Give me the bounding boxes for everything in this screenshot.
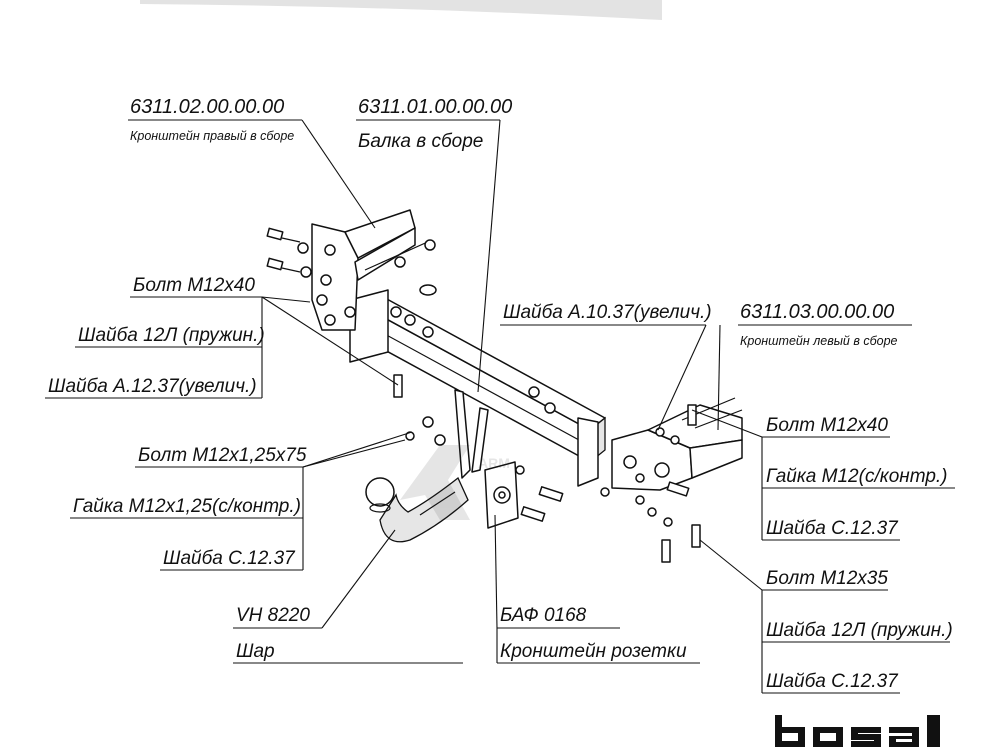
- part-name: Кронштейн правый в сборе: [130, 129, 294, 143]
- nut: [297, 242, 309, 254]
- bolt: [691, 524, 701, 548]
- socket-bracket: [484, 461, 519, 529]
- washer: [419, 284, 437, 296]
- right-bracket: [311, 209, 433, 331]
- callout-ball: VH 8220 Шар: [236, 605, 310, 662]
- nut: [422, 326, 434, 338]
- fastener-label: Шайба 12Л (пружин.): [766, 620, 953, 641]
- nut: [655, 427, 665, 437]
- callout-group-right-top: Болт М12х40 Гайка М12(с/контр.) Шайба С.…: [766, 415, 948, 539]
- part-name: Балка в сборе: [358, 131, 483, 152]
- nut: [635, 495, 645, 505]
- fastener-label: Гайка М12х1,25(с/контр.): [73, 496, 301, 517]
- bosal-logo: [775, 715, 940, 747]
- callout-group-mid: Болт М12х1,25х75 Гайка М12х1,25(с/контр.…: [73, 445, 307, 569]
- nut: [544, 402, 556, 414]
- callout-beam: 6311.01.00.00.00 Балка в сборе: [358, 96, 512, 152]
- bolt: [266, 257, 301, 273]
- leader-lines: [45, 119, 955, 694]
- nut: [394, 256, 406, 268]
- nut: [515, 465, 525, 475]
- part-code: VH 8220: [236, 605, 310, 626]
- fastener-label: Шайба С.12.37: [766, 518, 899, 539]
- nut: [528, 386, 540, 398]
- callout-left-bracket: 6311.03.00.00.00 Кронштейн левый в сборе: [740, 301, 898, 348]
- fastener-label: Болт М12х40: [133, 275, 255, 296]
- watermark: ARM: [400, 445, 510, 520]
- top-strip: [140, 0, 662, 20]
- part-code: 6311.03.00.00.00: [740, 301, 894, 323]
- bolt: [393, 374, 403, 398]
- exploded-drawing: ARM: [266, 209, 743, 563]
- callout-socket-bracket: БАФ 0168 Кронштейн розетки: [500, 605, 687, 662]
- nut: [404, 314, 416, 326]
- bolt: [520, 506, 546, 522]
- bolt: [538, 486, 564, 502]
- nut: [405, 431, 415, 441]
- fastener-label: Болт М12х1,25х75: [138, 445, 307, 466]
- nut: [663, 517, 673, 527]
- fasteners: [266, 227, 701, 563]
- nut: [300, 266, 312, 278]
- svg-text:ARM: ARM: [478, 455, 510, 471]
- nut: [316, 294, 328, 306]
- bolt: [661, 539, 671, 563]
- ball-neck: [365, 389, 489, 543]
- callout-right-bracket: 6311.02.00.00.00 Кронштейн правый в сбор…: [130, 96, 294, 143]
- part-name: Кронштейн левый в сборе: [740, 334, 898, 348]
- fastener-label: Гайка М12(с/контр.): [766, 466, 948, 487]
- bolt: [266, 227, 301, 243]
- fastener-label: Шайба 12Л (пружин.): [78, 325, 265, 346]
- fastener-label: Шайба С.12.37: [163, 548, 296, 569]
- nut: [434, 434, 446, 446]
- nut: [390, 306, 402, 318]
- fastener-label: Шайба А.12.37(увелич.): [48, 376, 257, 397]
- fastener-label: Болт М12х40: [766, 415, 888, 436]
- callout-washer-a10: Шайба А.10.37(увелич.): [503, 302, 712, 323]
- part-name: Шар: [236, 641, 275, 662]
- part-name: Шайба А.10.37(увелич.): [503, 302, 712, 323]
- part-code: 6311.02.00.00.00: [130, 96, 284, 118]
- nut: [424, 239, 436, 251]
- fastener-label: Шайба С.12.37: [766, 671, 899, 692]
- part-code: 6311.01.00.00.00: [358, 96, 512, 118]
- nut: [422, 416, 434, 428]
- bolt: [687, 404, 697, 426]
- part-code: БАФ 0168: [500, 605, 587, 626]
- part-name: Кронштейн розетки: [500, 641, 687, 662]
- callout-group-left: Болт М12х40 Шайба 12Л (пружин.) Шайба А.…: [48, 275, 265, 397]
- nut: [647, 507, 657, 517]
- nut: [600, 487, 610, 497]
- fastener-label: Болт М12х35: [766, 568, 888, 589]
- bolt: [666, 481, 690, 497]
- nut: [670, 435, 680, 445]
- callout-group-right-bottom: Болт М12х35 Шайба 12Л (пружин.) Шайба С.…: [766, 568, 953, 692]
